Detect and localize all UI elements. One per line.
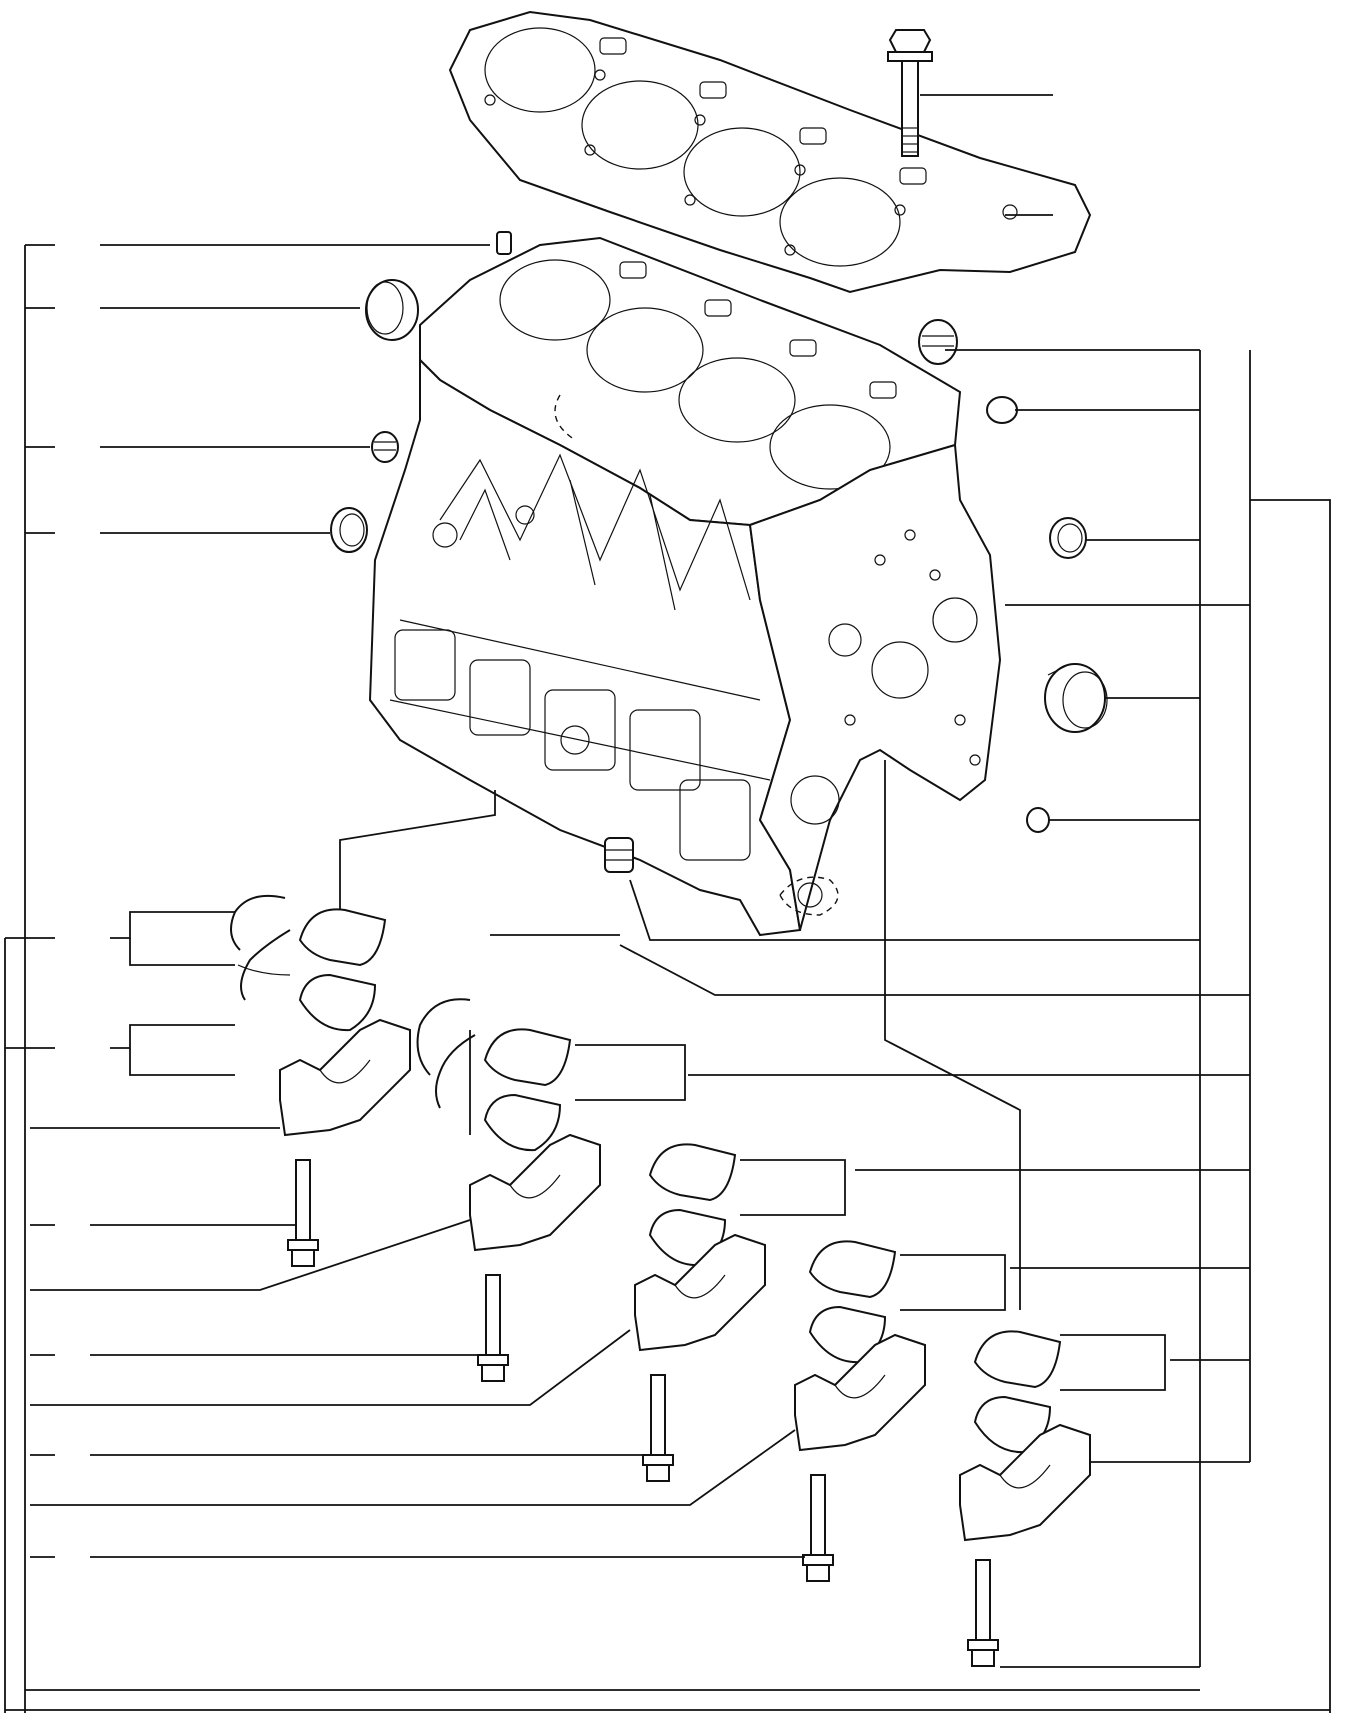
bearing-cap [279, 1018, 1091, 1542]
plug-top-right [918, 319, 958, 365]
seal-ring-right [1049, 517, 1087, 559]
thrust-washer-pair-2 [416, 998, 476, 1109]
plug-left [371, 431, 399, 463]
cylinder-head-bolt [887, 29, 933, 157]
drain-plug [604, 837, 634, 873]
cup-plug-large [365, 279, 419, 341]
cup-plug-right [986, 396, 1018, 424]
main-bearing-pair-1 [298, 908, 387, 1032]
main-bearing-pair-5 [973, 1330, 1062, 1454]
leader-lines [4, 94, 1331, 1713]
main-bearing-pair-4 [808, 1240, 897, 1364]
thrust-washer-pair-1 [230, 894, 291, 1001]
head-gasket [448, 10, 1092, 294]
main-bearing-pair-2 [483, 1028, 572, 1152]
camshaft-bushing [1044, 663, 1108, 733]
small-plug [1026, 807, 1050, 833]
bearing-cap-bolt [287, 1159, 999, 1667]
main-bearing-pair-3 [648, 1143, 737, 1267]
dowel-pin [496, 231, 512, 255]
cylinder-block [368, 236, 1002, 937]
seal-ring-left [330, 507, 368, 553]
